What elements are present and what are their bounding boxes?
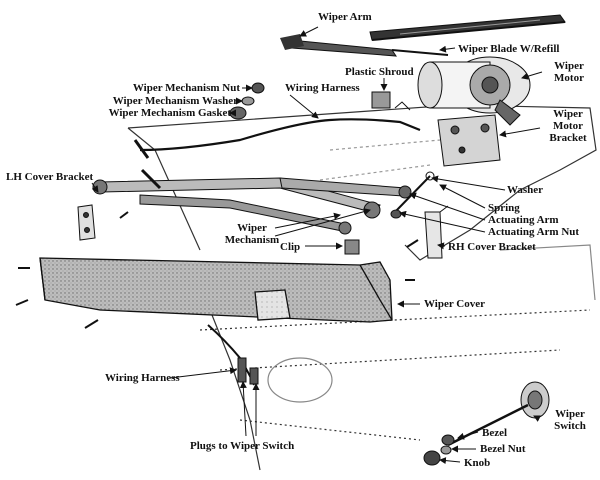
wiring-harness-top	[139, 118, 421, 152]
leader-lines	[91, 26, 543, 465]
label-wiring-harness-bottom: Wiring Harness	[105, 372, 180, 384]
label-wiper-motor: Wiper Motor	[545, 60, 593, 84]
label-wiper-arm: Wiper Arm	[318, 11, 372, 23]
wiper-arm-part	[280, 34, 449, 57]
label-knob: Knob	[464, 457, 491, 469]
wiring-harness-bottom-part	[207, 324, 259, 386]
label-washer: Washer	[507, 184, 544, 196]
label-wiper-switch-line1: Wiper	[555, 408, 585, 420]
wiper-blade-part	[369, 14, 566, 41]
label-wiper-mechanism-nut: Wiper Mechanism Nut	[132, 82, 240, 94]
label-wiper-blade: Wiper Blade W/Refill	[458, 43, 560, 55]
label-wiper-mechanism: Wiper Mechanism	[222, 222, 282, 246]
label-wiper-motor-bracket-line2: Motor	[553, 120, 583, 132]
label-wiper-motor-line1: Wiper	[554, 60, 584, 72]
motor-bracket-part	[437, 114, 501, 167]
plastic-shroud-part	[371, 91, 411, 111]
label-wiper-mechanism-line2: Mechanism	[224, 234, 280, 246]
label-lh-cover-bracket: LH Cover Bracket	[6, 171, 94, 183]
label-clip: Clip	[280, 241, 301, 253]
label-wiper-switch-line2: Switch	[554, 420, 586, 432]
label-wiper-motor-bracket-line1: Wiper	[553, 108, 583, 120]
label-rh-cover-bracket: RH Cover Bracket	[448, 241, 536, 253]
rh-cover-bracket-part	[406, 205, 449, 259]
label-plugs-to-wiper-switch: Plugs to Wiper Switch	[190, 440, 295, 452]
wiper-motor-part	[417, 56, 531, 126]
label-wiper-mechanism-washer: Wiper Mechanism Washer	[112, 95, 238, 107]
harness-end-left	[133, 139, 150, 159]
clip-part	[344, 239, 360, 255]
label-wiper-cover: Wiper Cover	[424, 298, 485, 310]
label-wiring-harness-top: Wiring Harness	[285, 82, 360, 94]
label-wiper-mechanism-gasket: Wiper Mechanism Gasket	[108, 107, 231, 119]
wiper-cover-part	[15, 257, 415, 329]
label-bezel: Bezel	[482, 427, 508, 439]
label-wiper-switch: Wiper Switch	[545, 408, 595, 432]
label-wiper-motor-bracket: Wiper Motor Bracket	[543, 108, 593, 144]
label-wiper-mechanism-line1: Wiper	[237, 222, 267, 234]
label-wiper-motor-line2: Motor	[554, 72, 584, 84]
label-spring: Spring	[488, 202, 520, 214]
label-actuating-arm: Actuating Arm	[488, 214, 559, 226]
label-plastic-shroud: Plastic Shroud	[345, 66, 414, 78]
label-bezel-nut: Bezel Nut	[480, 443, 526, 455]
label-actuating-arm-nut: Actuating Arm Nut	[488, 226, 580, 238]
label-wiper-motor-bracket-line3: Bracket	[549, 132, 587, 144]
lh-cover-bracket-part	[77, 204, 129, 241]
